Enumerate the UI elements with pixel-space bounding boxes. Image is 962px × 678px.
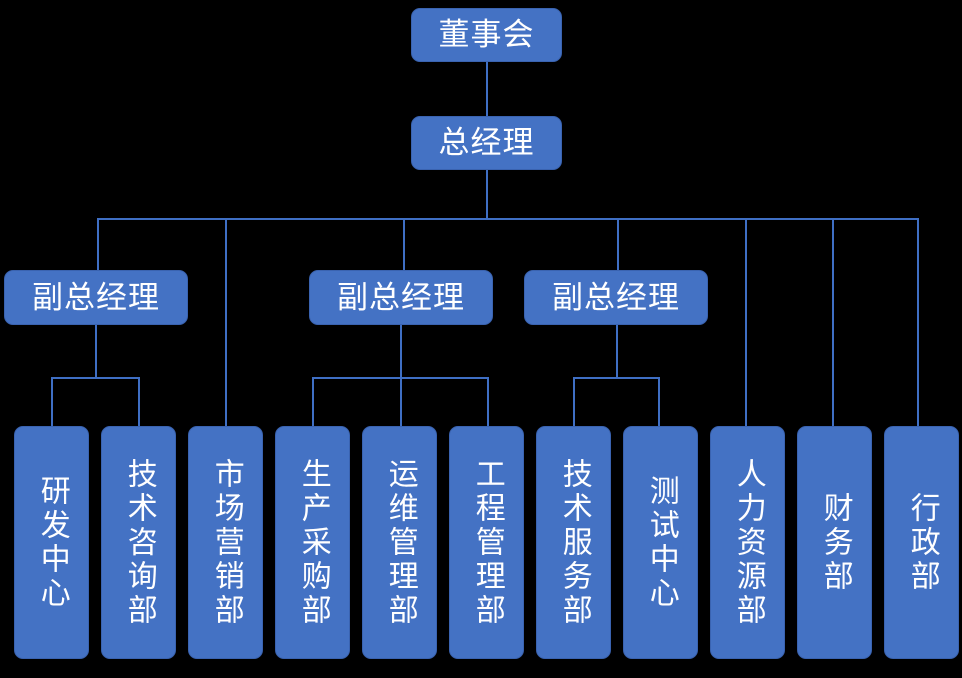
connector-gm-drop bbox=[486, 170, 488, 218]
node-dept-testing-center[interactable]: 测试中心 bbox=[623, 426, 698, 659]
connector-dgm3-drop bbox=[616, 325, 618, 377]
node-dept-finance[interactable]: 财务部 bbox=[797, 426, 872, 659]
connector-dgm3-to-tech-service bbox=[573, 377, 575, 426]
connector-dgm1-to-rnd bbox=[51, 377, 53, 426]
node-dept-production-procurement[interactable]: 生产采购部 bbox=[275, 426, 350, 659]
connector-bus-to-dgm3 bbox=[617, 218, 619, 270]
connector-dgm2-drop bbox=[400, 325, 402, 377]
connector-dgm1-bus bbox=[51, 377, 140, 379]
connector-dgm2-to-engineering bbox=[487, 377, 489, 426]
connector-dgm1-drop bbox=[95, 325, 97, 377]
connector-dgm2-to-production bbox=[312, 377, 314, 426]
connector-board-to-gm bbox=[486, 62, 488, 116]
node-dept-marketing[interactable]: 市场营销部 bbox=[188, 426, 263, 659]
connector-bus-to-finance bbox=[832, 218, 834, 426]
node-dept-technical-consulting[interactable]: 技术咨询部 bbox=[101, 426, 176, 659]
node-deputy-gm-1[interactable]: 副总经理 bbox=[4, 270, 188, 325]
node-dept-rnd-center[interactable]: 研发中心 bbox=[14, 426, 89, 659]
connector-main-bus bbox=[97, 218, 917, 220]
connector-bus-to-hr bbox=[745, 218, 747, 426]
connector-dgm3-bus bbox=[573, 377, 659, 379]
connector-bus-to-admin bbox=[917, 218, 919, 426]
connector-bus-to-dgm1 bbox=[97, 218, 99, 270]
connector-dgm3-to-testing bbox=[658, 377, 660, 426]
node-deputy-gm-3[interactable]: 副总经理 bbox=[524, 270, 708, 325]
node-dept-human-resources[interactable]: 人力资源部 bbox=[710, 426, 785, 659]
connector-dgm1-to-tech-consult bbox=[138, 377, 140, 426]
node-dept-administration[interactable]: 行政部 bbox=[884, 426, 959, 659]
node-dept-technical-service[interactable]: 技术服务部 bbox=[536, 426, 611, 659]
node-deputy-gm-2[interactable]: 副总经理 bbox=[309, 270, 493, 325]
node-dept-operations-management[interactable]: 运维管理部 bbox=[362, 426, 437, 659]
node-dept-engineering-management[interactable]: 工程管理部 bbox=[449, 426, 524, 659]
node-board[interactable]: 董事会 bbox=[411, 8, 562, 62]
connector-dgm2-to-ops bbox=[400, 377, 402, 426]
connector-bus-to-dgm2 bbox=[403, 218, 405, 270]
connector-bus-to-marketing bbox=[225, 218, 227, 426]
node-general-manager[interactable]: 总经理 bbox=[411, 116, 562, 170]
